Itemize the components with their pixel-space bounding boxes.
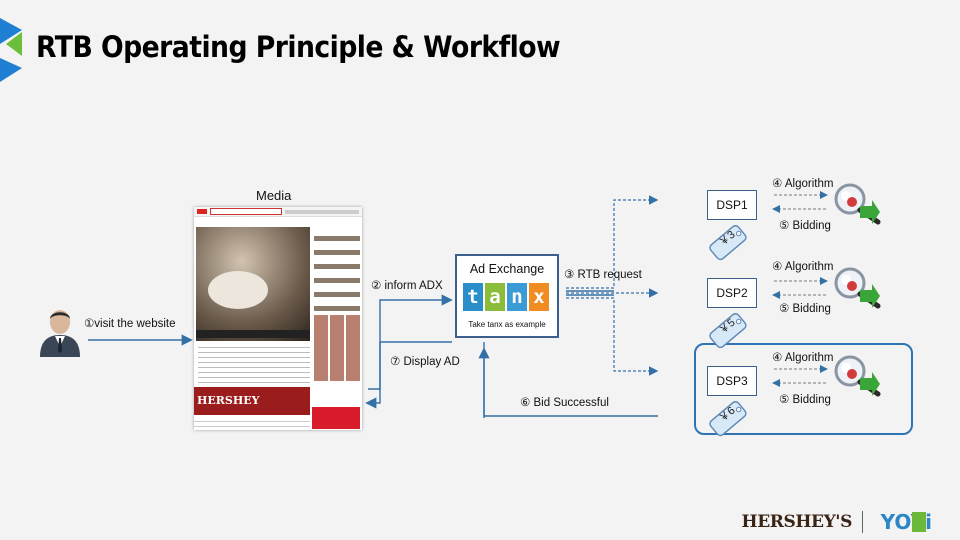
display-ad-arrow	[365, 341, 452, 409]
tanx-letter: x	[529, 283, 549, 311]
tanx-letter: a	[485, 283, 505, 311]
rtb-request-dsp1-arrow	[566, 195, 659, 289]
ad-exchange-box: Ad Exchange t a n x Take tanx as example	[455, 254, 559, 338]
dsp3-bidding-label: ⑤ Bidding	[779, 394, 831, 406]
magnifier-analysis-icon	[834, 267, 881, 309]
dsp1-algorithm-label: ④ Algorithm	[772, 178, 834, 190]
tanx-logo: t a n x	[463, 283, 549, 311]
logo-divider	[862, 511, 863, 533]
step-rtb-request-label: ③ RTB request	[564, 269, 642, 281]
magnifier-analysis-icon	[834, 183, 881, 225]
tanx-letter: t	[463, 283, 483, 311]
price-tag-icon	[709, 225, 747, 261]
step-visit-label: ①visit the website	[84, 318, 176, 330]
yoyi-logo-mark-icon	[912, 512, 926, 532]
dsp3-algorithm-label: ④ Algorithm	[772, 352, 834, 364]
dsp2-algorithm-label: ④ Algorithm	[772, 261, 834, 273]
dsp2-bidding-label: ⑤ Bidding	[779, 303, 831, 315]
media-website-screenshot: HERSHEY	[194, 207, 362, 430]
media-label: Media	[256, 188, 292, 203]
step-inform-adx-label: ② inform ADX	[371, 280, 443, 292]
step-bid-successful-label: ⑥ Bid Successful	[520, 397, 609, 409]
user-avatar-icon	[40, 310, 80, 357]
tanx-letter: n	[507, 283, 527, 311]
rtb-request-dsp3-arrow	[566, 297, 659, 376]
page-title: RTB Operating Principle & Workflow	[36, 30, 561, 64]
dsp3-highlight-box	[694, 343, 913, 435]
hersheys-logo: HERSHEY'S	[741, 512, 853, 532]
dsp1-bidding-label: ⑤ Bidding	[779, 220, 831, 232]
price-tag-icon	[709, 313, 747, 349]
dsp2-box: DSP2	[707, 278, 757, 308]
ad-exchange-subtitle: Take tanx as example	[468, 320, 546, 329]
price-tag-icon	[709, 401, 747, 437]
step-display-ad-label: ⑦ Display AD	[390, 356, 460, 368]
dsp3-box: DSP3	[707, 366, 757, 396]
accent-triangles-icon	[0, 18, 22, 82]
ad-exchange-title: Ad Exchange	[469, 262, 545, 276]
dsp1-box: DSP1	[707, 190, 757, 220]
magnifier-analysis-icon	[834, 355, 881, 397]
